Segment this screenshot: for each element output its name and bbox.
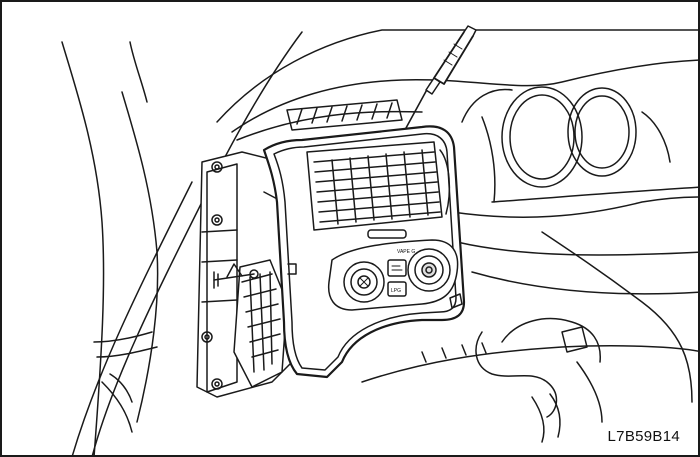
vape-label: VAPE G: [397, 249, 415, 255]
temperature-knob-icon: [407, 248, 451, 292]
clip-fastener: [213, 263, 259, 289]
figure-code: L7B59B14: [607, 428, 680, 445]
dashboard-lower: [361, 196, 698, 443]
fan-knob-icon: [343, 261, 385, 303]
door-frame: [61, 31, 303, 455]
lpg-label: LPG: [391, 288, 401, 294]
screwdriver-icon: [405, 25, 477, 129]
instrument-cluster: [461, 86, 698, 203]
center-panel: [262, 125, 466, 379]
upper-vent: [286, 99, 403, 131]
